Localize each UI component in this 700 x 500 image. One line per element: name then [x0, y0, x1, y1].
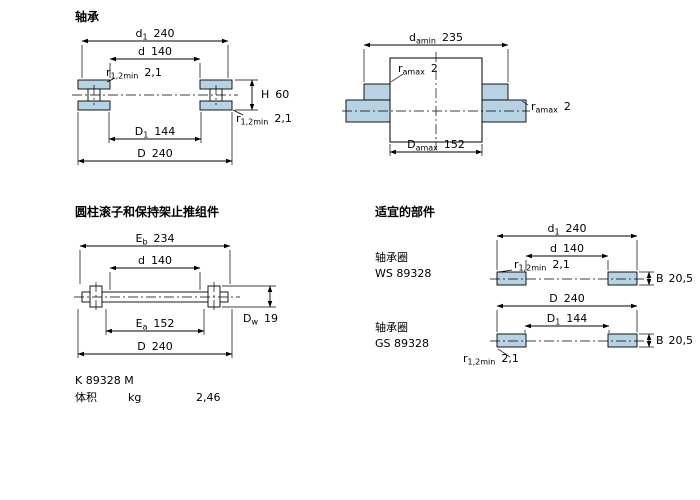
gs-washer-section-right [607, 333, 638, 348]
assembly-section-title: 圆柱滚子和保持架止推组件 [75, 204, 219, 219]
shaft-shoulder-left [363, 83, 391, 101]
gs-part-designation: GS 89328 [375, 337, 429, 350]
mass-label: 体积 [75, 390, 97, 404]
housing-washer-section-right [199, 100, 233, 111]
assembly-designation: K 89328 M [75, 374, 134, 387]
ws-washer-section-right [607, 271, 638, 286]
gs-washer-section-left [496, 333, 527, 348]
mass-row: 体积 kg 2,46 [75, 390, 221, 404]
mass-unit: kg [128, 391, 141, 404]
mass-value: 2,46 [196, 391, 221, 404]
ws-part-designation: WS 89328 [375, 267, 431, 280]
parts-section-title: 适宜的部件 [375, 204, 435, 219]
housing-washer-section-left [77, 100, 111, 111]
bearing-section-title: 轴承 [75, 9, 99, 24]
gs-part-label: 轴承圈 [375, 320, 408, 334]
ws-washer-section-left [496, 271, 527, 286]
shaft-shoulder-right [481, 83, 509, 101]
ws-part-label: 轴承圈 [375, 250, 408, 264]
